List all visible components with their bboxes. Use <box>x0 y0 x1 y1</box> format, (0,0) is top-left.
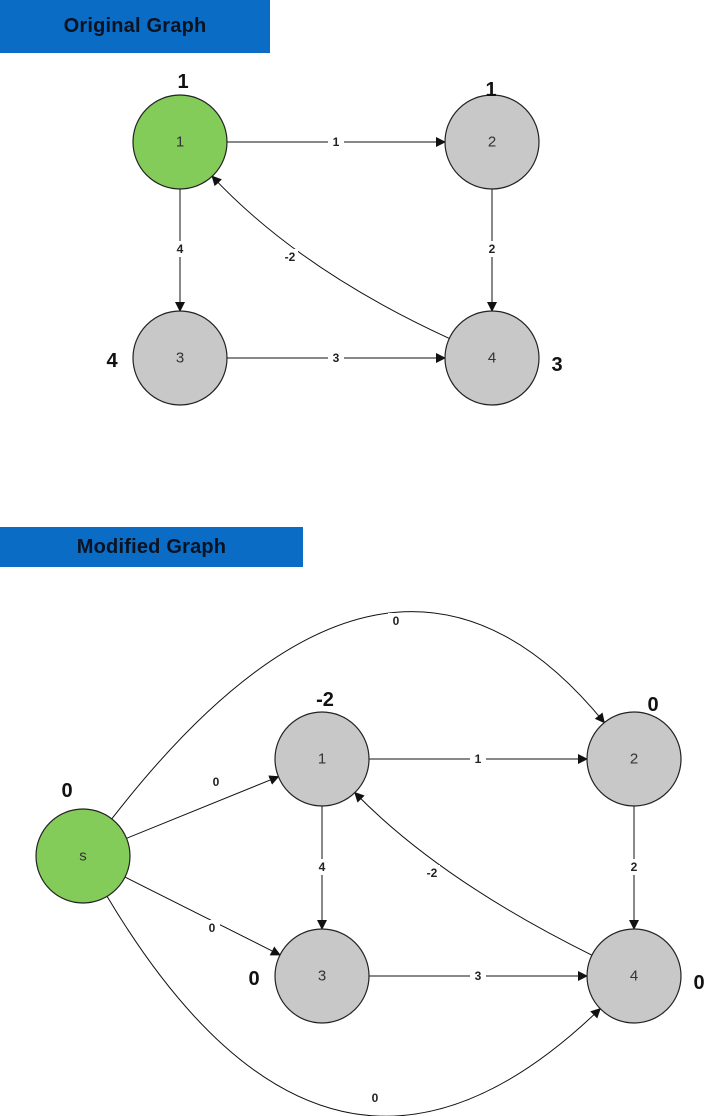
original-edge-4-1 <box>211 175 450 339</box>
original-edge-weight-1-3: 4 <box>177 242 184 256</box>
original-node-potential-2: 1 <box>485 79 496 101</box>
modified-node-label-2: 2 <box>630 751 638 768</box>
modified-edge-weight-2-4: 2 <box>631 860 638 874</box>
modified-graph-title: Modified Graph <box>0 527 303 567</box>
nodes-layer: 1 2 3 4 s 1 2 3 4 <box>35 94 682 1024</box>
modified-edge-s-4 <box>106 896 601 1116</box>
modified-edge-label-bg-s-4 <box>367 1090 383 1106</box>
original-edge-label-bg-2-4 <box>484 241 500 257</box>
modified-edge-weight-3-4: 3 <box>475 969 482 983</box>
modified-edge-weight-1-3: 4 <box>319 860 326 874</box>
modified-node-2 <box>586 711 682 807</box>
original-edge-weight-3-4: 3 <box>333 351 340 365</box>
modified-edge-label-bg-s-1 <box>208 774 224 790</box>
original-node-3 <box>132 310 228 406</box>
modified-edge-weight-s-3: 0 <box>209 921 216 935</box>
original-node-label-4: 4 <box>488 350 496 367</box>
original-edge-weight-1-2: 1 <box>333 135 340 149</box>
modified-node-label-3: 3 <box>318 968 326 985</box>
modified-node-potential-3: 0 <box>248 968 259 990</box>
original-node-potential-1: 1 <box>177 71 188 93</box>
modified-node-label-1: 1 <box>318 751 326 768</box>
original-edge-label-bg-1-2 <box>328 134 344 150</box>
modified-node-3 <box>274 928 370 1024</box>
modified-node-potential-2: 0 <box>647 694 658 716</box>
original-node-1 <box>132 94 228 190</box>
original-node-2 <box>444 94 540 190</box>
modified-node-potential-4: 0 <box>693 972 704 994</box>
modified-edge-weight-s-4: 0 <box>372 1091 379 1105</box>
modified-edge-label-bg-1-3 <box>314 859 330 875</box>
modified-edge-weight-1-2: 1 <box>475 752 482 766</box>
modified-node-1 <box>274 711 370 807</box>
original-node-label-1: 1 <box>176 134 184 151</box>
modified-edge-label-bg-s-2 <box>388 613 404 629</box>
original-node-label-2: 2 <box>488 134 496 151</box>
modified-node-potential-1: -2 <box>316 689 334 711</box>
modified-edge-s-2 <box>111 611 605 820</box>
original-node-4 <box>444 310 540 406</box>
labels-layer: 1 4 2 3 -2 1 1 4 3 0 0 0 0 1 4 2 3 -2 0 -2 0 0 0 <box>61 71 705 1106</box>
original-node-potential-3: 4 <box>106 350 118 372</box>
modified-edge-s-1 <box>126 775 280 839</box>
modified-node-label-s: s <box>79 848 87 865</box>
modified-edge-weight-s-2: 0 <box>393 614 400 628</box>
modified-edge-label-bg-2-4 <box>626 859 642 875</box>
modified-edge-4-1 <box>354 791 593 956</box>
edges-layer <box>106 137 639 1116</box>
modified-node-4 <box>586 928 682 1024</box>
modified-edge-weight-s-1: 0 <box>213 775 220 789</box>
original-edge-label-bg-4-1 <box>282 249 298 265</box>
original-node-potential-4: 3 <box>551 354 562 376</box>
modified-node-potential-s: 0 <box>61 780 72 802</box>
modified-edge-label-bg-4-1 <box>424 865 440 881</box>
original-edge-label-bg-3-4 <box>328 350 344 366</box>
original-node-label-3: 3 <box>176 350 184 367</box>
original-edge-weight-4-1: -2 <box>285 250 296 264</box>
original-graph-title: Original Graph <box>0 0 270 53</box>
modified-node-label-4: 4 <box>630 968 638 985</box>
modified-edge-weight-4-1: -2 <box>427 866 438 880</box>
modified-edge-label-bg-1-2 <box>470 751 486 767</box>
original-edge-label-bg-1-3 <box>172 241 188 257</box>
modified-node-s <box>35 808 131 904</box>
modified-edge-label-bg-s-3 <box>204 920 220 936</box>
modified-edge-label-bg-3-4 <box>470 968 486 984</box>
modified-edge-s-3 <box>124 876 281 956</box>
original-edge-weight-2-4: 2 <box>489 242 496 256</box>
